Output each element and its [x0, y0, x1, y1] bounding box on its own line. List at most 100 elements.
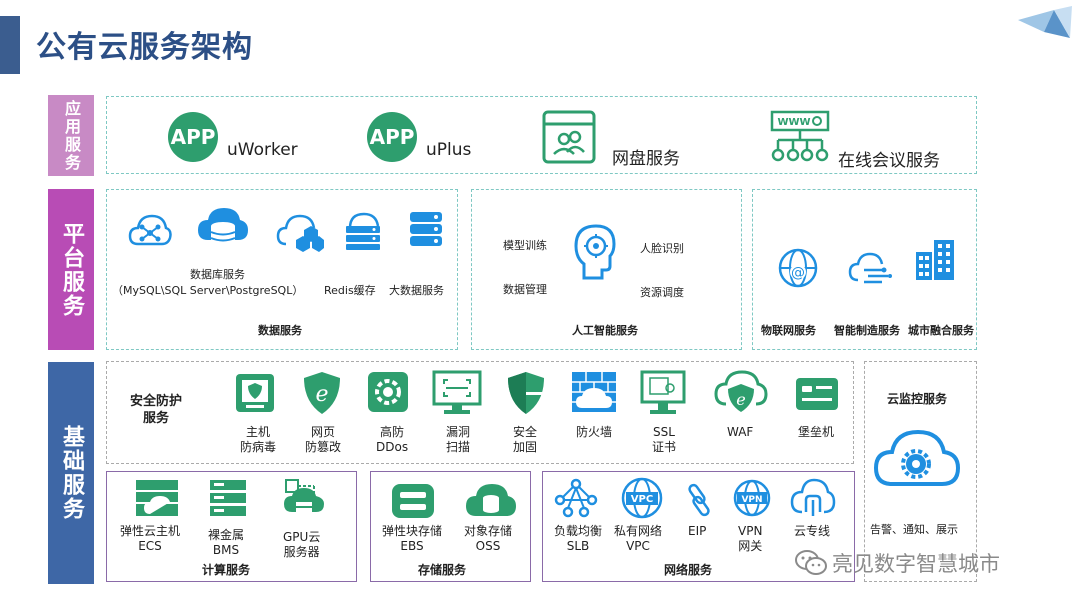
- compute-item-label: 裸金属: [208, 528, 245, 542]
- meeting-www-icon: WWW: [770, 110, 830, 162]
- security-title: 安全防护 服务: [130, 393, 182, 427]
- slb-load-balancer-icon: [554, 478, 598, 518]
- layer-label-platform: 平台服务: [48, 189, 94, 350]
- ddos-gear-icon: [368, 372, 408, 412]
- decorative-triangles-icon: [1018, 6, 1072, 38]
- compute-item-label: 服务器: [283, 545, 320, 559]
- storage-services-panel: [370, 471, 531, 582]
- security-item-ssl: SSL 证书: [652, 425, 676, 455]
- svg-text:e: e: [315, 382, 328, 407]
- security-item-label: 漏洞: [446, 425, 471, 439]
- security-item-label: 扫描: [446, 440, 471, 454]
- app-services-panel: [106, 96, 977, 174]
- ssl-certificate-monitor-icon: [640, 370, 686, 414]
- security-item-label: DDos: [376, 440, 409, 454]
- storage-group-label: 存储服务: [418, 563, 467, 577]
- db-service-label: 数据库服务: [190, 268, 245, 281]
- network-item-label: EIP: [688, 524, 707, 538]
- gpu-cloud-server-icon: [284, 479, 324, 512]
- compute-item-gpu: GPU云 服务器: [283, 530, 320, 560]
- security-item-vuln-scan: 漏洞 扫描: [446, 425, 470, 455]
- compute-group-label: 计算服务: [202, 563, 251, 577]
- manufacturing-cloud-icon: [848, 252, 892, 284]
- resource-scheduling-label: 资源调度: [640, 286, 684, 299]
- data-services-group-label: 数据服务: [258, 324, 302, 337]
- storage-item-oss: 对象存储 OSS: [464, 524, 512, 554]
- netdisk-icon: [542, 110, 596, 164]
- compute-services-panel: [106, 471, 357, 582]
- network-item-slb: 负载均衡 SLB: [554, 524, 602, 554]
- manufacturing-label: 智能制造服务: [834, 324, 900, 337]
- bigdata-label: 大数据服务: [389, 284, 444, 297]
- security-item-host-antivirus: 主机 防病毒: [240, 425, 276, 455]
- compute-item-label: 弹性云主机: [120, 524, 181, 538]
- cloud-monitor-desc: 告警、通知、展示: [870, 523, 958, 536]
- bastion-host-icon: [796, 378, 838, 410]
- page-title: 公有云服务架构: [36, 30, 253, 65]
- security-title-line2: 服务: [143, 411, 170, 426]
- redis-label: Redis缓存: [324, 284, 376, 297]
- layer-label-base: 基础服务: [48, 362, 94, 584]
- iot-globe-icon: @: [778, 248, 818, 288]
- security-item-label: 主机: [246, 425, 271, 439]
- security-item-label: WAF: [727, 425, 754, 439]
- ebs-disk-icon: [392, 484, 434, 518]
- storage-item-label: 弹性块存储: [382, 524, 443, 538]
- cloud-network-icon: [128, 214, 172, 246]
- compute-item-label: GPU云: [283, 530, 321, 544]
- network-item-eip: EIP: [688, 524, 706, 539]
- network-group-label: 网络服务: [664, 563, 713, 577]
- security-item-label: 防篡改: [305, 440, 342, 454]
- city-building-icon: [916, 240, 954, 280]
- meeting-www-text: WWW: [777, 117, 810, 128]
- compute-item-bms: 裸金属 BMS: [208, 528, 244, 558]
- svg-text:e: e: [736, 390, 745, 409]
- iot-services-panel: [752, 189, 977, 350]
- network-item-label: SLB: [566, 539, 590, 553]
- security-item-ddos: 高防 DDos: [376, 425, 408, 455]
- network-services-panel: [542, 471, 855, 582]
- vpc-icon-text: VPC: [631, 494, 653, 505]
- data-management-label: 数据管理: [503, 283, 547, 296]
- vpc-globe-icon: VPC: [621, 477, 663, 519]
- ai-services-group-label: 人工智能服务: [572, 324, 638, 337]
- cloud-database-icon: [198, 208, 248, 248]
- wechat-logo-icon: [795, 550, 827, 575]
- waf-cloud-shield-icon: e: [714, 370, 768, 412]
- netdisk-label: 网盘服务: [612, 149, 680, 169]
- model-training-label: 模型训练: [503, 239, 547, 252]
- uworker-app-icon: APP: [168, 112, 218, 162]
- security-services-panel: [106, 361, 854, 464]
- security-item-label: 防火墙: [576, 425, 613, 439]
- network-item-label: 私有网络: [614, 524, 663, 538]
- security-item-firewall: 防火墙: [576, 425, 612, 440]
- ai-head-icon: [574, 224, 616, 280]
- security-item-web-tamper: 网页 防篡改: [305, 425, 341, 455]
- face-recognition-label: 人脸识别: [640, 242, 684, 255]
- compute-item-label: ECS: [138, 539, 162, 553]
- redis-server-icon: [346, 212, 380, 250]
- network-item-vpc: 私有网络 VPC: [614, 524, 662, 554]
- firewall-icon: [572, 372, 616, 412]
- uplus-app-icon: APP: [367, 112, 417, 162]
- uworker-label: uWorker: [227, 140, 298, 160]
- vpn-gateway-icon: VPN: [733, 479, 771, 517]
- network-item-dedicated-line: 云专线: [794, 524, 830, 539]
- security-item-label: 加固: [513, 440, 538, 454]
- bigdata-storage-icon: [410, 212, 442, 246]
- security-item-waf: WAF: [727, 425, 753, 440]
- ai-services-panel: [471, 189, 742, 350]
- title-accent-bar: [0, 16, 20, 74]
- network-item-label: VPC: [626, 539, 650, 553]
- cloud-monitor-icon: [873, 429, 961, 486]
- security-item-label: 安全: [513, 425, 538, 439]
- storage-item-ebs: 弹性块存储 EBS: [382, 524, 442, 554]
- network-item-label: 网关: [738, 539, 763, 553]
- vpn-icon-text: VPN: [741, 495, 762, 505]
- compute-item-label: BMS: [212, 543, 240, 557]
- eip-link-icon: [688, 483, 710, 517]
- security-title-line1: 安全防护: [130, 394, 183, 409]
- security-hardening-shield-icon: [508, 372, 544, 414]
- security-item-label: 防病毒: [240, 440, 277, 454]
- network-item-label: 云专线: [794, 524, 831, 538]
